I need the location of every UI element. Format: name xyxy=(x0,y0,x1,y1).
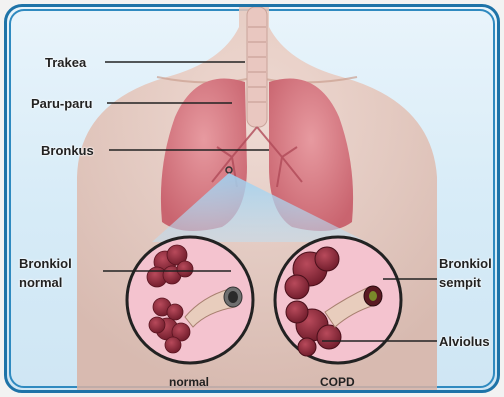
label-bronkiol-normal-line2: normal xyxy=(19,275,72,290)
label-bronkiol-normal-line1: Bronkiol xyxy=(19,256,72,271)
label-paru-paru: Paru-paru xyxy=(31,96,92,111)
diagram-frame: Trakea Paru-paru Bronkus Bronkiol normal… xyxy=(4,4,500,393)
label-bronkiol-sempit: Bronkiol sempit xyxy=(439,256,492,290)
caption-copd: COPD xyxy=(320,375,355,389)
label-alviolus: Alviolus xyxy=(439,334,490,349)
label-bronkiol-sempit-line1: Bronkiol xyxy=(439,256,492,271)
trachea xyxy=(247,7,267,127)
label-bronkus: Bronkus xyxy=(41,143,94,158)
label-bronkiol-normal: Bronkiol normal xyxy=(19,256,72,290)
caption-normal: normal xyxy=(169,375,209,389)
label-bronkiol-sempit-line2: sempit xyxy=(439,275,492,290)
label-trakea: Trakea xyxy=(45,55,86,70)
